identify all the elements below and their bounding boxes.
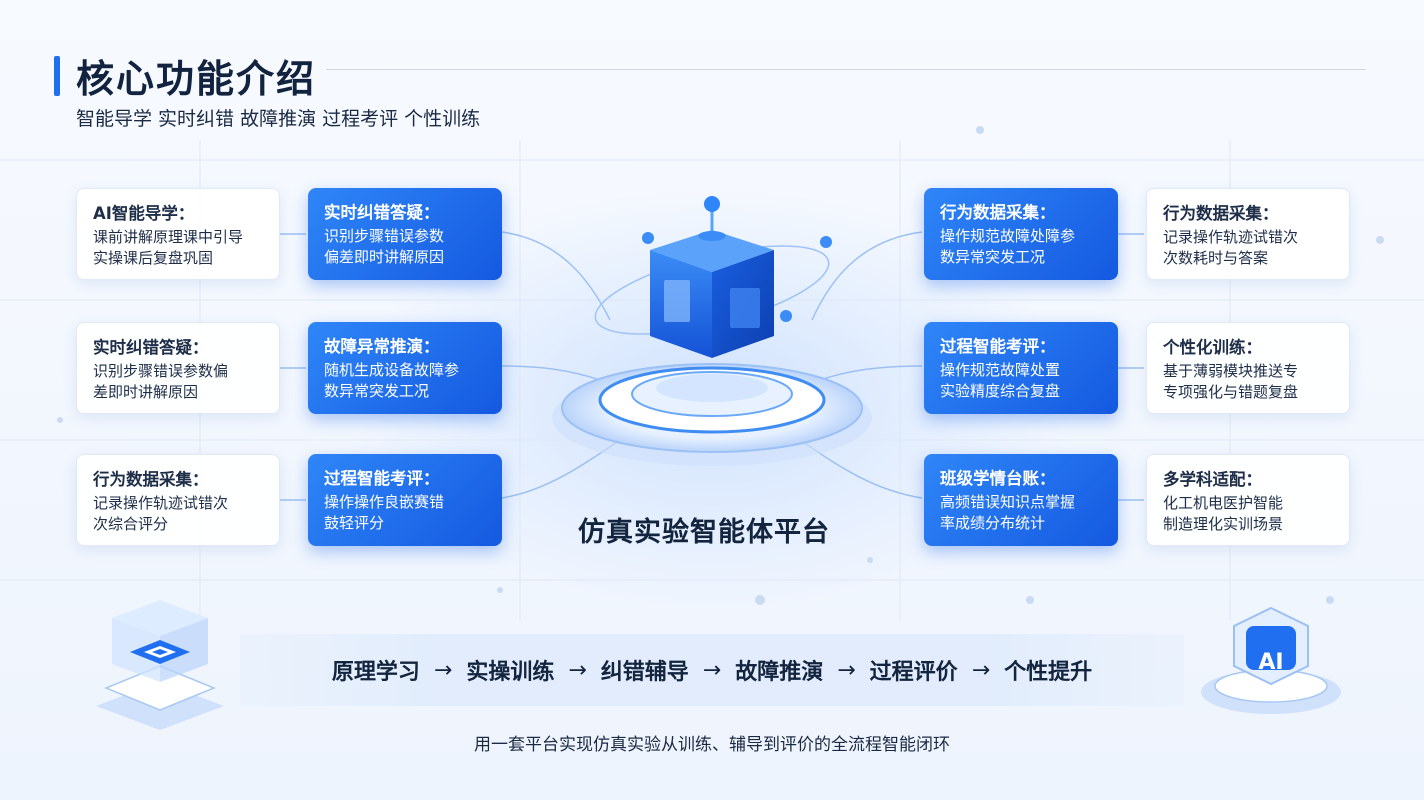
flow-step: 个性提升 [1004,660,1093,685]
feature-card-class-ledger: 班级学情台账： 高频错误知识点掌握 率成绩分布统计 [924,454,1118,546]
arrow-right-icon: → [971,657,991,683]
card-title: 多学科适配： [1163,470,1262,489]
card-line: 实操课后复盘巩固 [93,249,214,267]
card-line: 差即时讲解原因 [93,383,199,401]
card-line: 操作规范故障处障参 [940,227,1076,245]
card-title: 故障异常推演： [324,337,440,356]
feature-card-ai-guide: AI智能导学： 课前讲解原理课中引导 实操课后复盘巩固 [76,188,280,280]
card-line: 课前讲解原理课中引导 [93,228,244,246]
card-title: 班级学情台账： [940,469,1056,488]
flow-step: 纠错辅导 [600,660,689,685]
platform-label: 仿真实验智能体平台 [578,517,830,548]
card-line: 数异常突发工况 [940,248,1046,266]
title-accent-bar [54,55,60,96]
card-title: AI智能导学： [93,204,195,223]
card-line: 率成绩分布统计 [940,514,1046,532]
card-line: 数异常突发工况 [324,382,430,400]
card-line: 随机生成设备故障参 [324,361,460,379]
feature-card-multi-discipline: 多学科适配： 化工机电医护智能 制造理化实训场景 [1146,454,1350,546]
flow-step: 过程评价 [869,660,958,685]
card-line: 高频错误知识点掌握 [940,493,1076,511]
feature-card-personalized-training: 个性化训练： 基于薄弱模块推送专 专项强化与错题复盘 [1146,322,1350,414]
arrow-right-icon: → [837,657,856,683]
feature-card-behavior-data-blue: 行为数据采集： 操作规范故障处障参 数异常突发工况 [924,188,1118,280]
page-title: 核心功能介绍 [76,57,317,101]
platform-cube-illustration [552,196,872,466]
card-line: 实验精度综合复盘 [940,382,1061,400]
arrow-right-icon: → [702,657,722,683]
card-line: 鼓轻评分 [324,514,385,532]
title-block: 核心功能介绍 [54,48,316,103]
card-line: 识别步骤错误参数 [324,227,445,245]
card-title: 实时纠错答疑： [93,338,209,357]
card-line: 操作规范故障处置 [940,361,1061,379]
flow-step: 故障推演 [735,660,824,685]
feature-card-behavior-data: 行为数据采集： 记录操作轨迹试错次 次综合评分 [76,454,280,546]
feature-card-error-correction-blue: 实时纠错答疑： 识别步骤错误参数 偏差即时讲解原因 [308,188,502,280]
feature-card-error-correction: 实时纠错答疑： 识别步骤错误参数偏 差即时讲解原因 [76,322,280,414]
card-line: 次数耗时与答案 [1163,249,1269,267]
card-title: 个性化训练： [1163,338,1262,357]
card-line: 次综合评分 [93,515,169,533]
card-title: 实时纠错答疑： [324,203,440,222]
flow-step: 实操训练 [466,660,555,685]
card-title: 过程智能考评： [324,469,440,488]
chip-icon [96,600,224,730]
card-title: 过程智能考评： [940,337,1056,356]
feature-card-process-evaluation: 过程智能考评： 操作操作良嵌赛错 鼓轻评分 [308,454,502,546]
feature-card-fault-simulation: 故障异常推演： 随机生成设备故障参 数异常突发工况 [308,322,502,414]
ai-badge-text: AI [1258,649,1284,675]
card-line: 基于薄弱模块推送专 [1163,362,1299,380]
process-flow: 原理学习 → 实操训练 → 纠错辅导 → 故障推演 → 过程评价 → 个性提升 [240,634,1184,706]
arrow-right-icon: → [433,657,453,683]
feature-card-process-evaluation-blue: 过程智能考评： 操作规范故障处置 实验精度综合复盘 [924,322,1118,414]
title-divider [326,69,1366,70]
card-line: 记录操作轨迹试错次 [93,494,229,512]
card-line: 操作操作良嵌赛错 [324,493,445,511]
card-line: 记录操作轨迹试错次 [1163,228,1299,246]
page-subtitle: 智能导学 实时纠错 故障推演 过程考评 个性训练 [76,108,481,130]
arrow-right-icon: → [568,657,587,683]
card-title: 行为数据采集： [93,470,209,489]
card-line: 识别步骤错误参数偏 [93,362,229,380]
card-line: 偏差即时讲解原因 [324,248,445,266]
card-line: 专项强化与错题复盘 [1163,383,1299,401]
card-title: 行为数据采集： [940,203,1056,222]
card-line: 制造理化实训场景 [1163,515,1284,533]
ai-badge-icon [1201,606,1341,714]
feature-card-behavior-data-right: 行为数据采集： 记录操作轨迹试错次 次数耗时与答案 [1146,188,1350,280]
footer-caption: 用一套平台实现仿真实验从训练、辅导到评价的全流程智能闭环 [474,735,950,755]
flow-step: 原理学习 [331,660,420,685]
card-line: 化工机电医护智能 [1163,494,1284,512]
card-title: 行为数据采集： [1163,204,1279,223]
